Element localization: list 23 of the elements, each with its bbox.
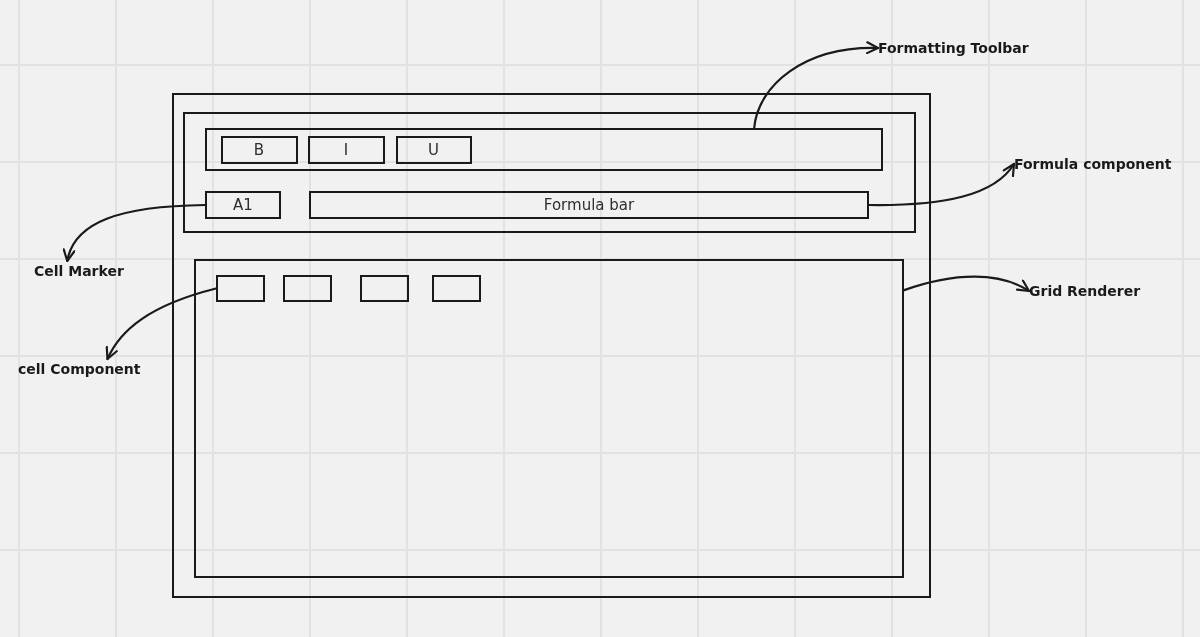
leader-arrow: [902, 275, 1031, 293]
leader-arrow: [867, 162, 1016, 207]
grid-panel: [193, 258, 904, 578]
callout-text: Grid Renderer: [1029, 281, 1141, 301]
grid-cell: [283, 275, 332, 302]
leader-arrow: [63, 203, 207, 263]
cell-reference-field: A1: [205, 191, 281, 219]
header-panel: [182, 111, 916, 233]
format-button: B: [220, 135, 298, 164]
grid-cell: [360, 275, 409, 302]
formula-input-field: Formula bar: [309, 191, 869, 219]
callout-text: Formula component: [1014, 154, 1172, 174]
grid-cell: [432, 275, 481, 302]
format-button: I: [307, 135, 385, 164]
leader-arrow: [106, 287, 218, 361]
app-window: [172, 93, 931, 598]
toolbar: [205, 128, 883, 171]
format-button: U: [395, 135, 472, 164]
callout-text: Cell Marker: [34, 261, 124, 281]
callout-text: Formatting Toolbar: [878, 38, 1029, 58]
grid-cell: [216, 275, 265, 302]
callout-text: cell Component: [18, 359, 141, 379]
leader-arrow: [753, 41, 880, 130]
